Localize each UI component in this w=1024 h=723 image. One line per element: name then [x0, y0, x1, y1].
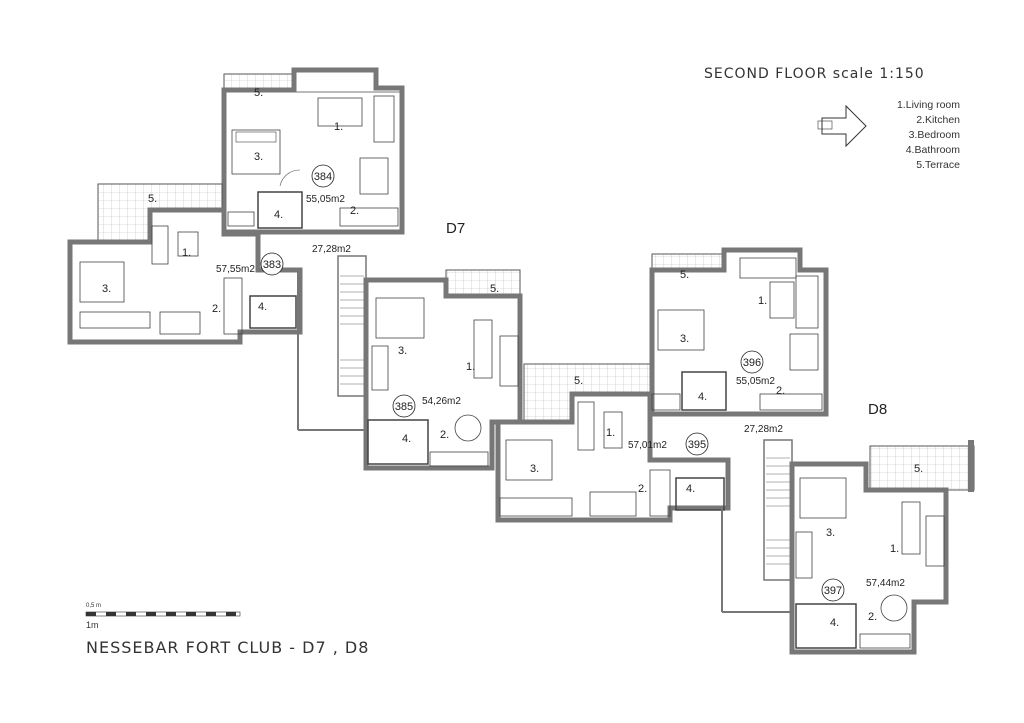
room-label: 2. — [212, 303, 221, 315]
room-label: 3. — [826, 527, 835, 539]
unit-area: 55,05m2 — [736, 376, 775, 387]
unit-area: 57,01m2 — [628, 440, 667, 451]
scale-bar — [85, 611, 241, 617]
room-label: 1. — [606, 427, 615, 439]
legend-item: 4.Bathroom — [905, 144, 960, 156]
room-label: 4. — [274, 209, 283, 221]
unit-number: 383 — [263, 259, 281, 271]
room-label: 5. — [148, 193, 157, 205]
unit-area: 57,55m2 — [216, 264, 255, 275]
room-label: 3. — [398, 345, 407, 357]
unit-area: 57,44m2 — [866, 578, 905, 589]
room-label: 1. — [466, 361, 475, 373]
scale-bar-top-label: 0,5 m — [86, 603, 102, 609]
unit-395 — [495, 363, 731, 523]
room-label: 2. — [638, 483, 647, 495]
room-label: 4. — [698, 391, 707, 403]
room-label: 4. — [686, 483, 695, 495]
unit-384 — [221, 67, 405, 235]
block-label-d7: D7 — [446, 220, 465, 237]
room-label: 4. — [402, 433, 411, 445]
room-label: 5. — [680, 269, 689, 281]
room-label: 1. — [334, 121, 343, 133]
room-label: 3. — [102, 283, 111, 295]
unit-area: 54,26m2 — [422, 396, 461, 407]
room-label: 2. — [868, 611, 877, 623]
room-label: 1. — [182, 247, 191, 259]
room-label: 3. — [254, 151, 263, 163]
legend-item: 3.Bedroom — [908, 129, 960, 141]
room-label: 4. — [258, 301, 267, 313]
legend-item: 2.Kitchen — [916, 114, 960, 126]
room-label: 1. — [758, 295, 767, 307]
direction-arrow-icon — [817, 104, 867, 148]
unit-397 — [721, 439, 975, 655]
page-title: SECOND FLOOR scale 1:150 — [704, 66, 925, 82]
unit-number: 397 — [824, 585, 842, 597]
unit-396 — [649, 247, 829, 417]
corridor-area: 27,28m2 — [744, 424, 783, 435]
unit-383 — [67, 183, 303, 345]
room-label: 1. — [890, 543, 899, 555]
legend-item: 1.Living room — [896, 99, 960, 111]
unit-number: 385 — [395, 401, 413, 413]
room-label: 5. — [574, 375, 583, 387]
scale-bar-bottom-label: 1m — [86, 620, 99, 630]
room-label: 5. — [254, 87, 263, 99]
unit-number: 395 — [688, 439, 706, 451]
block-label-d8: D8 — [868, 401, 887, 418]
unit-number: 396 — [743, 357, 761, 369]
room-label: 3. — [530, 463, 539, 475]
room-label: 4. — [830, 617, 839, 629]
unit-area: 55,05m2 — [306, 194, 345, 205]
unit-number: 384 — [314, 171, 332, 183]
room-labels: 5. 1. 3. 4. 2. 5. 1. 3. 2. 4. 5. 3. 1. 4… — [102, 87, 923, 629]
room-label: 5. — [490, 283, 499, 295]
room-label: 2. — [776, 385, 785, 397]
unit-tags: 384 55,05m2 383 57,55m2 385 54,26m2 396 … — [216, 164, 905, 602]
room-label: 3. — [680, 333, 689, 345]
room-label: 5. — [914, 463, 923, 475]
room-label: 2. — [350, 205, 359, 217]
room-label: 2. — [440, 429, 449, 441]
corridor-area: 27,28m2 — [312, 244, 351, 255]
legend-item: 5.Terrace — [916, 159, 960, 171]
room-legend: 1.Living room 2.Kitchen 3.Bedroom 4.Bath… — [897, 98, 960, 173]
project-title: NESSEBAR FORT CLUB - D7 , D8 — [86, 638, 370, 657]
